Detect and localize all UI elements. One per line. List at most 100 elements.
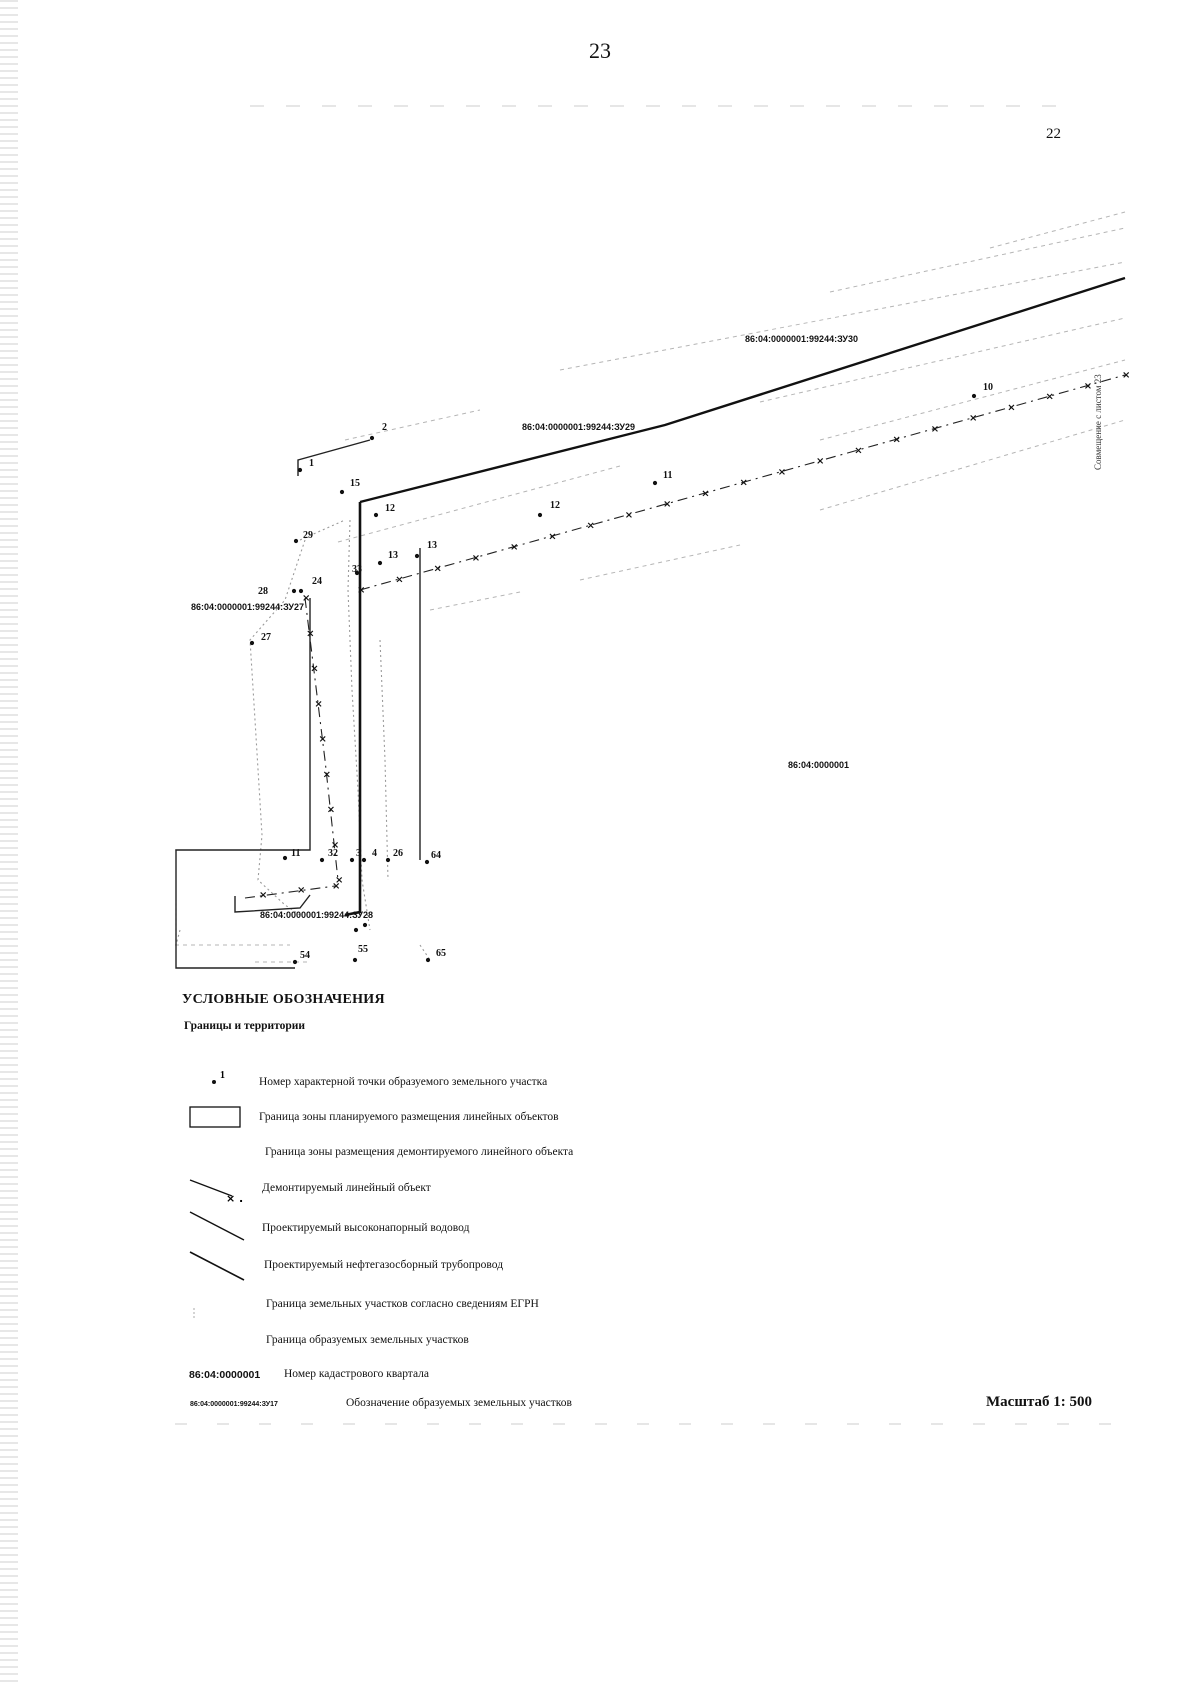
- point-label-10: 10: [983, 382, 993, 393]
- demolished-line: [244, 374, 1126, 899]
- demolished-x-mark: ×: [701, 488, 709, 499]
- demolished-x-mark: ×: [434, 564, 442, 575]
- sheet-number: 22: [1046, 126, 1061, 142]
- demolished-x-mark: ×: [548, 531, 556, 542]
- demolished-x-mark: ×: [259, 890, 267, 901]
- demolished-x-mark: ×: [816, 456, 824, 467]
- point-label-26: 26: [393, 848, 403, 859]
- quarter-label: 86:04:0000001: [788, 760, 849, 770]
- legend-parcel-desc: Обозначение образуемых земельных участко…: [346, 1397, 572, 1409]
- demolished-x-mark: ×: [893, 435, 901, 446]
- point-label-11: 11: [663, 470, 672, 481]
- demolished-x-mark: ×: [331, 840, 339, 851]
- demolished-x-mark: ×: [314, 699, 322, 710]
- characteristic-point: [369, 435, 375, 441]
- legend-item-point: Номер характерной точки образуемого земе…: [259, 1076, 548, 1088]
- characteristic-point: [424, 859, 430, 865]
- point-label-27: 27: [261, 632, 271, 643]
- demolished-x-mark: ×: [319, 734, 327, 745]
- demolished-x-mark: ×: [310, 664, 318, 675]
- point-label-12b: 12: [550, 500, 560, 511]
- demolished-x-mark: ×: [1007, 402, 1015, 413]
- demolished-x-mark: ×: [395, 574, 403, 585]
- point-label-29: 29: [303, 530, 313, 541]
- point-label-28: 28: [258, 586, 268, 597]
- legend-title: УСЛОВНЫЕ ОБОЗНАЧЕНИЯ: [182, 992, 385, 1007]
- legend-item-formed: Граница образуемых земельных участков: [266, 1334, 469, 1346]
- demolished-x-mark: ×: [332, 881, 340, 892]
- parcel-label-zu29: 86:04:0000001:99244:ЗУ29: [522, 422, 635, 432]
- legend-item-zone: Граница зоны планируемого размещения лин…: [259, 1111, 559, 1123]
- legend-demolished-icon: [189, 1179, 233, 1197]
- demolished-x-mark: ×: [625, 510, 633, 521]
- characteristic-point: [425, 957, 431, 963]
- legend-point-icon: [212, 1080, 216, 1084]
- point-label-33: 33: [352, 564, 362, 575]
- characteristic-points: [249, 393, 977, 965]
- characteristic-point: [339, 489, 345, 495]
- point-label-32: 32: [328, 848, 338, 859]
- characteristic-point: [282, 855, 288, 861]
- characteristic-point: [293, 538, 299, 544]
- characteristic-point: [361, 857, 367, 863]
- legend-zone-icon: [189, 1106, 241, 1128]
- legend-subtitle: Границы и территории: [184, 1020, 306, 1032]
- demolished-x-mark: ×: [663, 499, 671, 510]
- point-label-13: 13: [388, 550, 398, 561]
- demolished-x-mark: ×: [357, 585, 365, 596]
- demolished-x-mark: ×: [510, 542, 518, 553]
- demolished-line-marks: ×××××××××××××××××××××××××××××××××: [259, 370, 1130, 901]
- demolished-x-mark: ×: [323, 769, 331, 780]
- demolished-x-mark: ×: [1122, 370, 1130, 381]
- characteristic-point: [652, 480, 658, 486]
- cadastral-plan: ××××××××××××××××××××××××××××××××× 86:04:…: [175, 105, 1130, 969]
- point-label-13b: 13: [427, 540, 437, 551]
- characteristic-point: [414, 553, 420, 559]
- point-label-2: 2: [382, 422, 387, 433]
- match-note: Совмещение с листом 23: [1093, 374, 1103, 470]
- parcel-label-zu28: 86:04:0000001:99244:ЗУ28: [260, 910, 373, 920]
- characteristic-point: [292, 959, 298, 965]
- footer-rule: [175, 1423, 1125, 1425]
- legend-item-oilgas-pipeline: Проектируемый нефтегазосборный трубопров…: [264, 1259, 504, 1271]
- demolished-x-mark: ×: [854, 445, 862, 456]
- legend-water-pipeline-icon: [189, 1211, 245, 1241]
- point-label-55: 55: [358, 944, 368, 955]
- characteristic-point: [537, 512, 543, 518]
- projected-oilgas-pipeline: [359, 276, 1126, 504]
- legend-parcel-code: 86:04:0000001:99244:ЗУ17: [190, 1401, 278, 1408]
- point-label-15: 15: [350, 478, 360, 489]
- point-label-54: 54: [300, 950, 310, 961]
- scale-label: Масштаб 1: 500: [986, 1394, 1093, 1410]
- demolished-x-mark: ×: [302, 593, 310, 604]
- legend-quarter-desc: Номер кадастрового квартала: [284, 1368, 430, 1380]
- characteristic-point: [352, 957, 358, 963]
- demolished-x-mark: ×: [472, 553, 480, 564]
- legend-oilgas-pipeline-icon: [189, 1251, 245, 1281]
- parcel-label-zu27: 86:04:0000001:99244:ЗУ27: [191, 602, 304, 612]
- page-number: 23: [589, 38, 611, 63]
- scan-edge-artifact: [0, 0, 18, 1685]
- projected-water-pipeline: [344, 502, 362, 917]
- legend-item-egrn: Граница земельных участков согласно свед…: [266, 1298, 539, 1310]
- demolished-x-mark: ×: [969, 413, 977, 424]
- demolished-x-mark: ×: [740, 478, 748, 489]
- demolished-x-mark: ×: [335, 875, 343, 886]
- demolished-x-mark: ×: [931, 424, 939, 435]
- point-label-24: 24: [312, 576, 322, 587]
- characteristic-point: [249, 640, 255, 646]
- demolished-x-mark: ×: [778, 467, 786, 478]
- characteristic-point: [373, 512, 379, 518]
- legend-item-demolished: Демонтируемый линейный объект: [262, 1182, 431, 1194]
- demolished-x-mark: ×: [587, 521, 595, 532]
- point-label-1: 1: [309, 458, 314, 469]
- characteristic-point: [377, 560, 383, 566]
- point-label-64: 64: [431, 850, 441, 861]
- characteristic-point: [385, 857, 391, 863]
- characteristic-point: [362, 922, 368, 928]
- characteristic-point: [353, 927, 359, 933]
- legend-quarter-code: 86:04:0000001: [189, 1369, 261, 1381]
- legend-item-water-pipeline: Проектируемый высоконапорный водовод: [262, 1222, 470, 1234]
- point-labels: 1 2 15 12 12 29 13 13 33 24 28 27 11 10 …: [258, 382, 993, 961]
- characteristic-point: [971, 393, 977, 399]
